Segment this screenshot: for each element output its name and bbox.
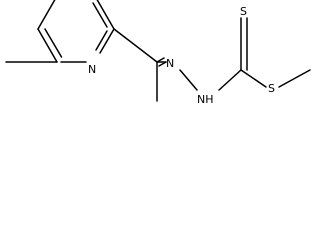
pyridine-ring	[37, 0, 115, 63]
bond-c6-c5	[37, 28, 58, 63]
bond-c5-c4	[37, 0, 56, 30]
bond-nh-thiocarbonyl-c	[218, 69, 242, 91]
chemical-structure-drawing: N N NH S S	[5, 0, 311, 106]
atom-labels: N N NH S S	[88, 5, 275, 106]
bond-imine-c-n-double-b	[158, 61, 167, 67]
hydrazone-chain	[113, 17, 311, 102]
amine-nh-label: NH	[197, 93, 214, 106]
bond-c3-c2-inner	[92, 2, 108, 28]
bond-c2-imine-c	[113, 28, 158, 63]
bond-c2-n1-inner	[95, 30, 108, 51]
bond-c2-n1	[99, 28, 115, 54]
imine-nitrogen-label: N	[166, 57, 174, 70]
bond-imine-c-n-double-a	[156, 57, 165, 63]
bond-s-methyl	[278, 69, 311, 88]
bond-c-s-single	[240, 69, 267, 88]
structure-canvas: N N NH S S	[5, 0, 311, 106]
thioether-sulfur-label: S	[268, 82, 275, 95]
thione-sulfur-label: S	[240, 5, 247, 18]
bond-n-nh	[179, 69, 198, 91]
pyridine-nitrogen-label: N	[88, 63, 96, 76]
bond-c3-c2	[96, 0, 115, 30]
bond-c6-c5-inner	[44, 28, 63, 58]
